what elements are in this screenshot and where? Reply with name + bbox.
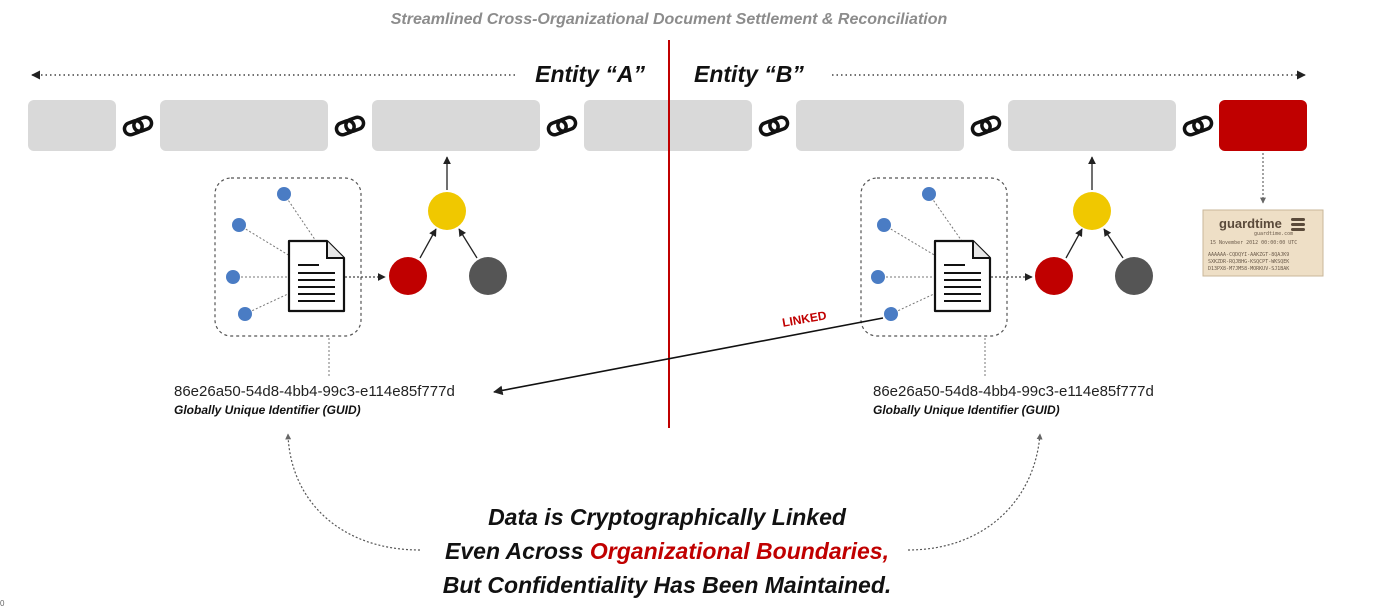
curved-arrow-left [285,433,421,551]
message-line-2-prefix: Even Across [445,538,590,564]
stamp-date: 15 November 2012 00:00:00 UTC [1210,240,1297,246]
metadata-node [871,270,885,284]
block-5 [796,100,964,151]
document-container [860,177,1008,337]
guid-label-a: Globally Unique Identifier (GUID) [174,403,361,417]
entity-b-label: Entity “B” [694,61,804,87]
block-1 [28,100,116,151]
metadata-node [238,307,252,321]
chain-link-icon [333,113,367,139]
entity-a-cluster: 86e26a50-54d8-4bb4-99c3-e114e85f777d Glo… [174,156,507,417]
block-chain [28,100,1307,151]
block-2 [160,100,328,151]
chain-link-icon [757,113,791,139]
metadata-node [877,218,891,232]
guardtime-stamp: guardtime guardtime.com 15 November 2012… [1202,209,1324,277]
guardtime-logo-icon [1291,218,1305,231]
block-final [1219,100,1307,151]
stamp-code-line: SXKZDR-RQJBHG-KSQCPT-WKSQEK [1208,259,1289,265]
message-line-2: Even Across Organizational Boundaries, [445,538,889,564]
entity-a-label: Entity “A” [535,61,645,87]
entity-b-cluster: 86e26a50-54d8-4bb4-99c3-e114e85f777d Glo… [860,156,1154,417]
linked-arrow [493,317,884,396]
hash-node-root [1073,192,1111,230]
stamp-site: guardtime.com [1254,231,1293,237]
message-highlight: Organizational Boundaries, [590,538,889,564]
metadata-node [884,307,898,321]
chain-link-icon [1181,113,1215,139]
stamp-code-line: AAAAAA-CQDQYI-AAKZGT-8QAJK9 [1208,252,1289,258]
chain-link-icon [545,113,579,139]
message-line-1: Data is Cryptographically Linked [488,504,847,530]
block-6 [1008,100,1176,151]
stamp-brand: guardtime [1219,216,1282,231]
document-container [214,177,362,337]
metadata-node [277,187,291,201]
curved-arrow-right [907,433,1043,551]
chain-link-icon [121,113,155,139]
document-icon [287,239,346,313]
chain-link-icon [969,113,1003,139]
message-line-3: But Confidentiality Has Been Maintained. [443,572,892,598]
hash-node-sibling [469,257,507,295]
hash-node-document [389,257,427,295]
metadata-node [232,218,246,232]
diagram-title: Streamlined Cross-Organizational Documen… [391,11,948,28]
hash-node-document [1035,257,1073,295]
guid-label-b: Globally Unique Identifier (GUID) [873,403,1060,417]
metadata-node [226,270,240,284]
metadata-node [922,187,936,201]
block-3 [372,100,540,151]
corner-mark: 0 [0,599,5,607]
hash-node-root [428,192,466,230]
linked-label: LINKED [781,308,828,330]
hash-node-sibling [1115,257,1153,295]
guid-value-a: 86e26a50-54d8-4bb4-99c3-e114e85f777d [174,383,455,400]
document-icon [933,239,992,313]
stamp-code-line: D13PX8-M7JM58-MORKUV-SJ1BAK [1208,266,1289,272]
guid-value-b: 86e26a50-54d8-4bb4-99c3-e114e85f777d [873,383,1154,400]
